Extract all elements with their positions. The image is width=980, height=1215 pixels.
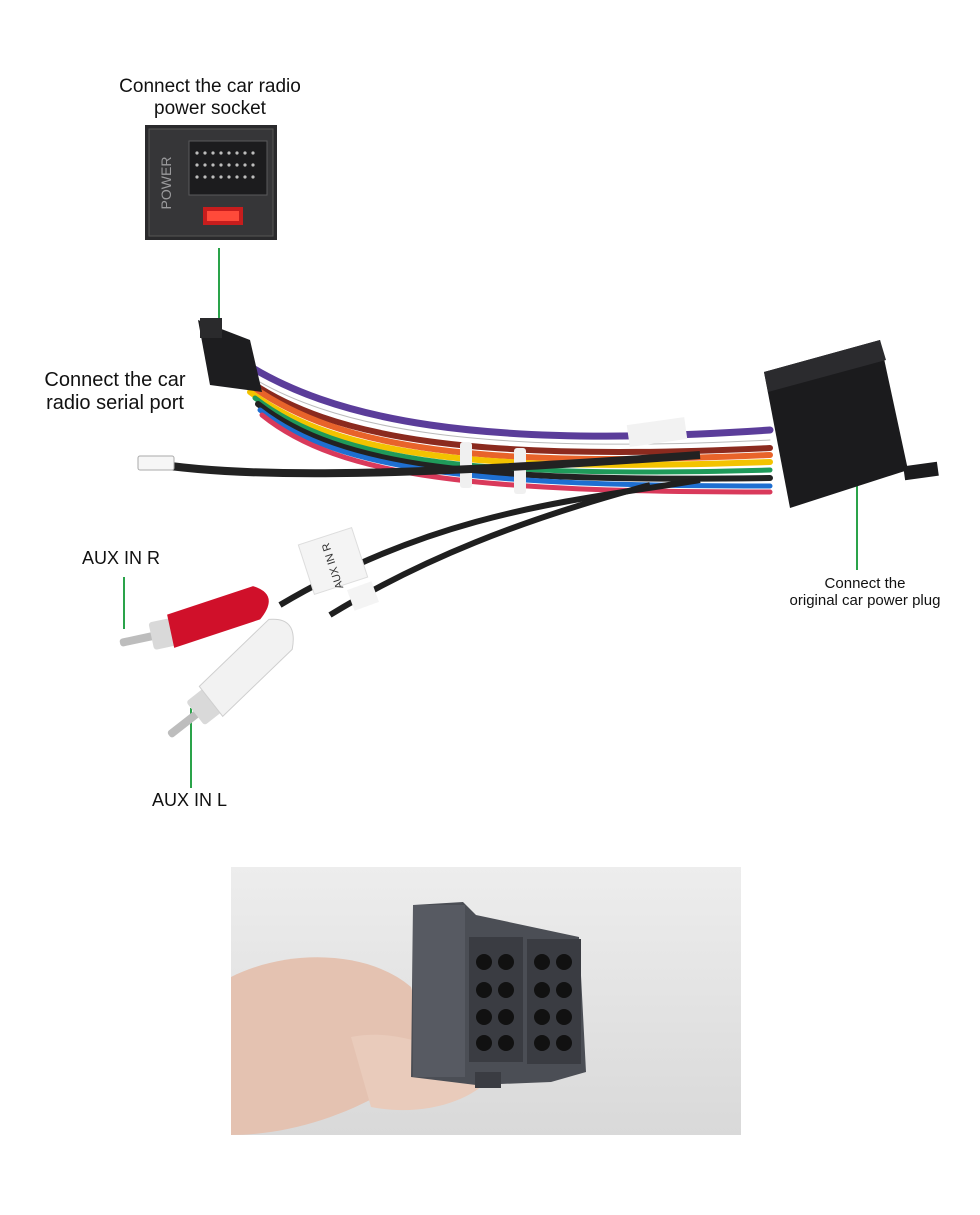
aux-l-leader xyxy=(190,708,192,788)
power-socket-leader xyxy=(218,248,220,324)
socket-marking-text: POWER xyxy=(158,157,174,210)
serial-port-label: Connect the car radio serial port xyxy=(44,369,186,414)
aux-r-leader xyxy=(123,577,125,629)
power-socket-label: Connect the car radio power socket xyxy=(119,76,301,119)
power-plug-label: Connect the original car power plug xyxy=(789,575,941,610)
aux-in-l-label: AUX IN L xyxy=(152,790,228,810)
aux-in-r-label: AUX IN R xyxy=(82,548,161,568)
power-plug-leader xyxy=(856,484,858,570)
power-socket-photo: POWER xyxy=(145,125,277,240)
aux-tag-text: AUX IN R xyxy=(320,541,346,590)
iso-connector-photo xyxy=(231,867,741,1135)
